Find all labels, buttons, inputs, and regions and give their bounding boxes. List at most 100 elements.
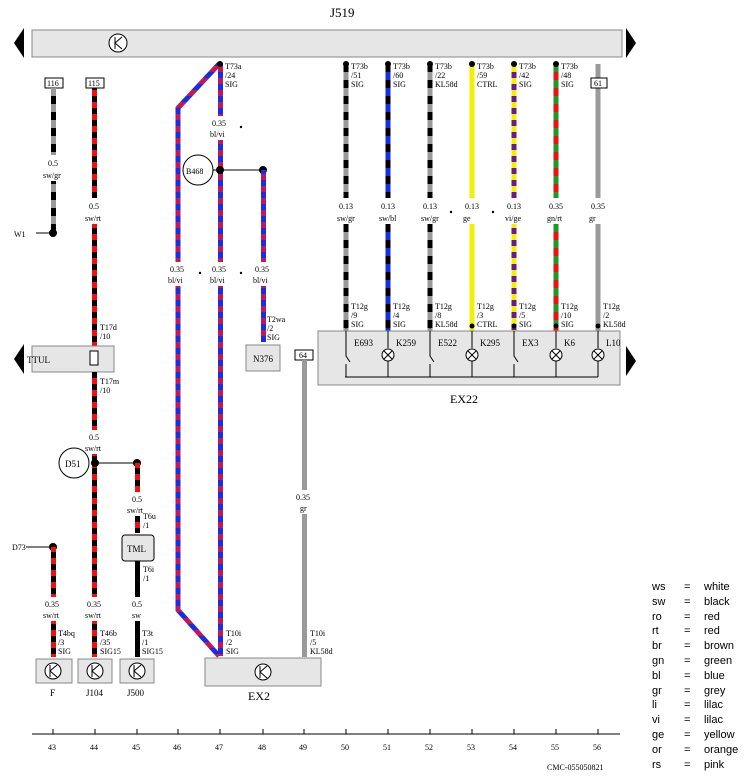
b468-label: B468	[186, 167, 203, 176]
splice-dot	[216, 166, 224, 174]
dot-marker	[239, 125, 243, 129]
connector-dot	[595, 323, 601, 329]
legend-abbrev: vi	[652, 714, 660, 727]
component-label: E693	[354, 338, 373, 348]
connector-dot	[343, 323, 349, 329]
connector-pin: /24	[225, 71, 235, 80]
wire-label-bg	[84, 198, 106, 224]
connector-pin: /4	[393, 311, 399, 320]
connector-signal: SIG	[561, 320, 574, 329]
document-id: CMC-055050821	[547, 763, 603, 772]
connector-signal: SIG	[58, 647, 71, 656]
wire-44-mid	[92, 372, 97, 657]
connector-signal: SIG	[393, 320, 406, 329]
tml-label: TML	[127, 544, 146, 554]
legend-abbrev: ro	[652, 610, 662, 623]
connector-pin: /10	[100, 332, 110, 341]
legend-equals: =	[684, 640, 691, 653]
wire-label-bg	[418, 198, 444, 224]
dot-marker	[491, 210, 495, 214]
connector-signal: SIG15	[100, 647, 121, 656]
connector-label: T12g	[519, 302, 536, 311]
control-unit-bar	[31, 29, 623, 58]
legend-meaning: green	[704, 654, 733, 667]
column-number: 44	[90, 743, 98, 752]
ground-symbol-icon	[128, 662, 146, 680]
wire-gauge: 0.13	[339, 202, 353, 211]
connector-dot	[553, 61, 559, 67]
connector-label: T3t	[142, 629, 154, 638]
column-number: 49	[299, 743, 307, 752]
component-label: F	[50, 688, 55, 698]
connector-label: T73b	[393, 62, 410, 71]
wire-label-bg	[460, 198, 486, 224]
legend-abbrev: li	[652, 699, 657, 712]
legend-equals: =	[684, 758, 691, 771]
wire-gauge: 0.35	[255, 265, 269, 274]
legend-meaning: red	[704, 610, 720, 623]
column-number: 43	[48, 743, 56, 752]
connector-dot	[511, 61, 517, 67]
dot-marker	[198, 271, 202, 275]
connector-label: T10i	[226, 629, 242, 638]
wire-gauge: 0.5	[48, 159, 58, 168]
legend-meaning: blue	[704, 669, 725, 682]
connector-signal: SIG	[519, 320, 532, 329]
ttul-label: TTUL	[27, 355, 50, 365]
connector-label: T17d	[100, 323, 117, 332]
lamp-cross	[467, 350, 477, 360]
connector-pin: /3	[58, 638, 64, 647]
left-continuation-arrow	[14, 344, 24, 374]
connector-dot	[469, 61, 475, 67]
connector-dot	[385, 61, 391, 67]
legend-equals: =	[684, 595, 691, 608]
legend-meaning: yellow	[704, 728, 735, 741]
connector-pin: /2	[603, 311, 609, 320]
connector-label: T10i	[310, 629, 326, 638]
connector-label: T2wa	[267, 315, 286, 324]
column-number: 48	[258, 743, 266, 752]
wire-color: sw/rt	[85, 444, 102, 453]
connector-dot	[469, 323, 475, 329]
connector-signal: SIG	[519, 80, 532, 89]
wire-color: gr	[300, 504, 307, 513]
connector-label: T12g	[477, 302, 494, 311]
connector-label: T12g	[351, 302, 368, 311]
column-number: 47	[215, 743, 223, 752]
connector-dot	[427, 61, 433, 67]
connector-pin: /8	[435, 311, 441, 320]
connector-label: T73b	[351, 62, 368, 71]
legend-abbrev: bl	[652, 669, 661, 682]
legend-row: ro=red	[652, 610, 738, 625]
connector-label: T73b	[561, 62, 578, 71]
diagram-title: J519	[330, 5, 355, 20]
connector-pin: /42	[519, 71, 529, 80]
dot-marker	[239, 271, 243, 275]
wire-gauge: 0.35	[549, 202, 563, 211]
wire-color: sw/rt	[85, 611, 102, 620]
legend-equals: =	[684, 699, 691, 712]
component-label: EX3	[522, 338, 539, 348]
right-wire-group: T73b/51SIG0.13sw/grT12g/9SIGT73b/60SIG0.…	[334, 61, 626, 332]
connector-signal: KL58d	[310, 647, 333, 656]
connector-label: T46b	[100, 629, 117, 638]
wire-48	[261, 170, 266, 342]
ex22-label: EX22	[450, 392, 478, 406]
connector-signal: SIG	[226, 647, 239, 656]
connector-label: T73a	[225, 62, 242, 71]
dot-marker	[449, 210, 453, 214]
column-number: 54	[509, 743, 517, 752]
wire-gauge: 0.5	[132, 600, 142, 609]
lamp-cross	[593, 350, 603, 360]
connector-pin: /2	[267, 324, 273, 333]
wire-gauge: 0.35	[296, 493, 310, 502]
right-continuation-arrow	[626, 346, 636, 376]
connector-pin: /60	[393, 71, 403, 80]
ground-symbol-icon	[254, 663, 272, 681]
wire-color: sw/bl	[379, 214, 397, 223]
wire-47	[218, 64, 223, 656]
wire-gauge: 0.35	[87, 600, 101, 609]
wire-label-bg	[544, 198, 570, 224]
